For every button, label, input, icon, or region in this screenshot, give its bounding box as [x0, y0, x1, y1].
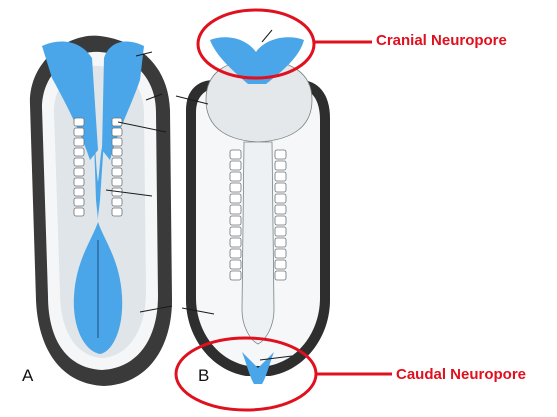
panel-label-b: B	[198, 366, 210, 385]
callout-cranial	[196, 8, 372, 80]
callout-caudal	[174, 336, 392, 412]
embryo-b-pointer-lines	[175, 29, 293, 361]
embryo-b-cranial-neuropore	[210, 37, 304, 84]
cranial-neuropore-circle	[196, 8, 316, 80]
caudal-neuropore-label: Caudal Neuropore	[396, 366, 527, 383]
embryo-b-somites	[229, 149, 287, 281]
embryo-a-pointer-lines	[105, 51, 173, 313]
embryo-a-somites	[73, 117, 123, 217]
embryo-b-caudal-neuropore	[242, 352, 274, 384]
embryo-a	[29, 35, 173, 387]
embryo-b	[175, 29, 330, 384]
embryo-a-neural-groove	[94, 140, 104, 220]
panel-label-a: A	[22, 366, 34, 385]
embryo-b-neural-tube	[241, 141, 275, 345]
cranial-neuropore-label: Cranial Neuropore	[376, 32, 507, 49]
